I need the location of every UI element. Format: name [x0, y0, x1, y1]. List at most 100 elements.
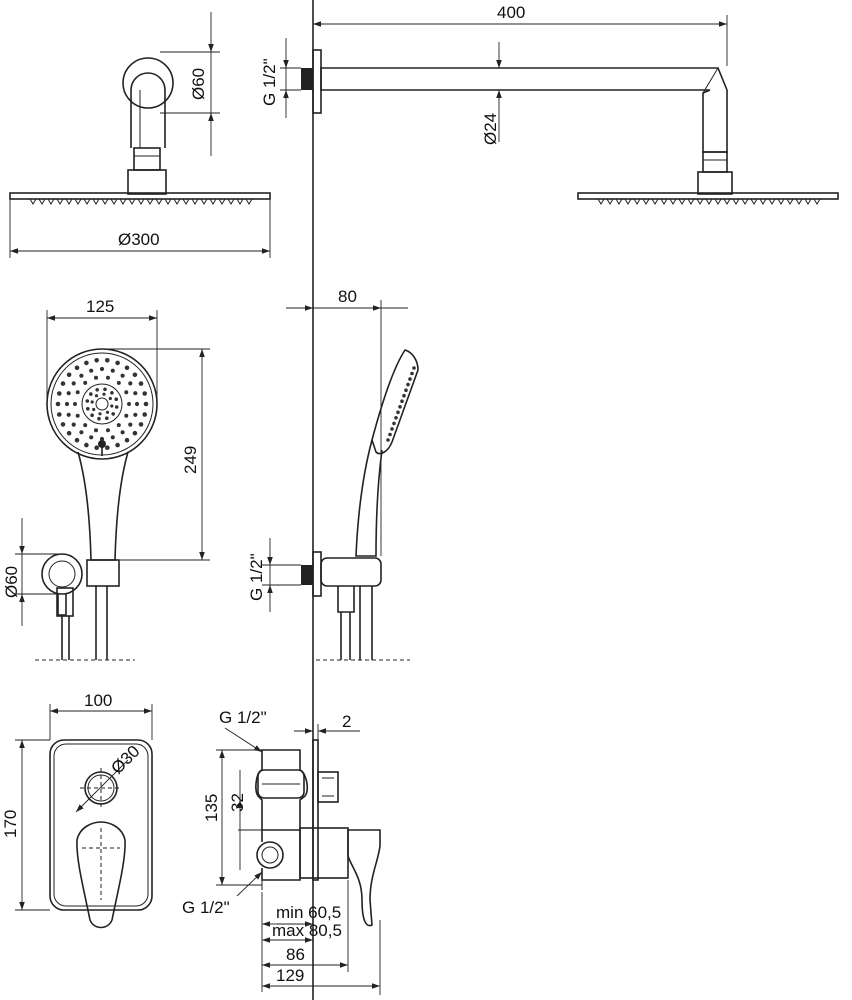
cover-plate — [49, 739, 153, 911]
diverter-diameter-label: Ø30 — [107, 742, 143, 778]
spray-hole — [103, 387, 107, 392]
top-inlet — [257, 769, 305, 799]
spray-hole — [115, 360, 120, 366]
spray-hole — [110, 435, 115, 440]
nozzle — [642, 198, 650, 205]
side-head-connector — [697, 171, 733, 195]
side-spray-dot — [388, 432, 392, 437]
spray-hole — [92, 407, 96, 412]
spray-hole — [57, 391, 62, 396]
nozzle — [687, 198, 695, 205]
spray-hole — [99, 366, 105, 372]
spray-hole — [120, 430, 125, 435]
head-connector — [127, 169, 167, 195]
nozzle — [245, 198, 253, 205]
nozzle — [813, 198, 821, 205]
lever-handle — [76, 821, 126, 929]
spray-hole — [134, 401, 140, 407]
spray-hole — [57, 412, 62, 417]
nozzle — [759, 198, 767, 205]
spray-hole — [124, 390, 129, 395]
spray-hole — [75, 390, 80, 395]
hose-connector — [56, 587, 74, 617]
nozzle-row — [29, 198, 253, 205]
spray-hole — [60, 422, 66, 427]
side-spray-dot — [394, 416, 398, 420]
inner-spray-ring — [81, 383, 123, 425]
projection-label: 80 — [338, 287, 357, 306]
spray-hole — [124, 413, 129, 418]
nozzle — [29, 198, 37, 205]
spray-hole — [89, 392, 93, 396]
holder-block — [86, 559, 120, 587]
spray-hole — [86, 407, 90, 411]
thread-stub — [301, 68, 313, 90]
spray-hole — [89, 368, 94, 373]
spray-hole — [84, 360, 89, 366]
spray-hole — [133, 412, 138, 417]
mixer-cover-front-view: 100 170 Ø30 — [1, 691, 153, 929]
arm-diameter-label: Ø24 — [481, 113, 500, 145]
spray-holes — [55, 358, 149, 451]
spray-hole — [73, 402, 77, 406]
nozzle — [714, 198, 722, 205]
spray-hole — [102, 392, 106, 396]
nozzle — [768, 198, 776, 205]
nozzle — [723, 198, 731, 205]
depth-86-label: 86 — [286, 945, 305, 964]
spray-hole — [124, 365, 130, 371]
nozzle — [227, 198, 235, 205]
spray-hole — [60, 381, 66, 386]
bottom-thread-label: G 1/2" — [182, 898, 230, 917]
side-handle — [355, 439, 383, 557]
hand-shower-width-label: 125 — [86, 297, 114, 316]
spray-hole — [138, 422, 144, 427]
side-spray-dot — [400, 399, 404, 404]
side-spray-dots — [386, 366, 416, 442]
cover-plate-edge — [312, 739, 319, 881]
spray-hole — [94, 375, 98, 380]
side-spray-dot — [398, 405, 402, 409]
nozzle — [47, 198, 55, 205]
spray-hole — [71, 381, 76, 386]
arm-nut — [702, 151, 728, 173]
spray-hole — [85, 399, 90, 403]
spray-hole — [90, 413, 94, 418]
spray-hole — [120, 373, 125, 378]
side-wall-flange — [312, 551, 322, 597]
spray-hole — [115, 442, 120, 448]
valve-body — [255, 749, 308, 831]
spray-hole — [132, 430, 138, 436]
spray-hole — [110, 391, 114, 395]
body-height-label: 135 — [202, 794, 221, 822]
spray-hole — [71, 422, 76, 427]
side-spray-dot — [396, 410, 400, 415]
nozzle — [597, 198, 605, 205]
side-spray-dot — [392, 421, 396, 426]
nozzle — [624, 198, 632, 205]
spray-hole — [143, 401, 149, 407]
nozzle — [128, 198, 136, 205]
spray-hole — [94, 445, 99, 451]
side-holder — [320, 557, 382, 587]
spray-hole — [95, 388, 99, 392]
spray-hole — [127, 402, 131, 406]
spray-hole — [116, 380, 121, 385]
nozzle — [137, 198, 145, 205]
spray-hole — [89, 435, 94, 440]
spray-hole — [66, 412, 71, 417]
diverter-side — [317, 771, 339, 803]
spray-hole — [106, 428, 110, 433]
side-hose-connector — [337, 586, 355, 613]
lever-side — [347, 829, 381, 927]
nozzle — [795, 198, 803, 205]
nozzle — [191, 198, 199, 205]
wall-flange — [312, 49, 322, 114]
side-spray-dot — [406, 382, 410, 387]
side-spray-dot — [404, 388, 408, 393]
spray-hole — [83, 423, 88, 428]
rain-head-plate — [9, 192, 271, 200]
top-thread-label: G 1/2" — [219, 708, 267, 727]
side-spray-dot — [412, 366, 416, 370]
side-spray-dot — [408, 377, 412, 381]
